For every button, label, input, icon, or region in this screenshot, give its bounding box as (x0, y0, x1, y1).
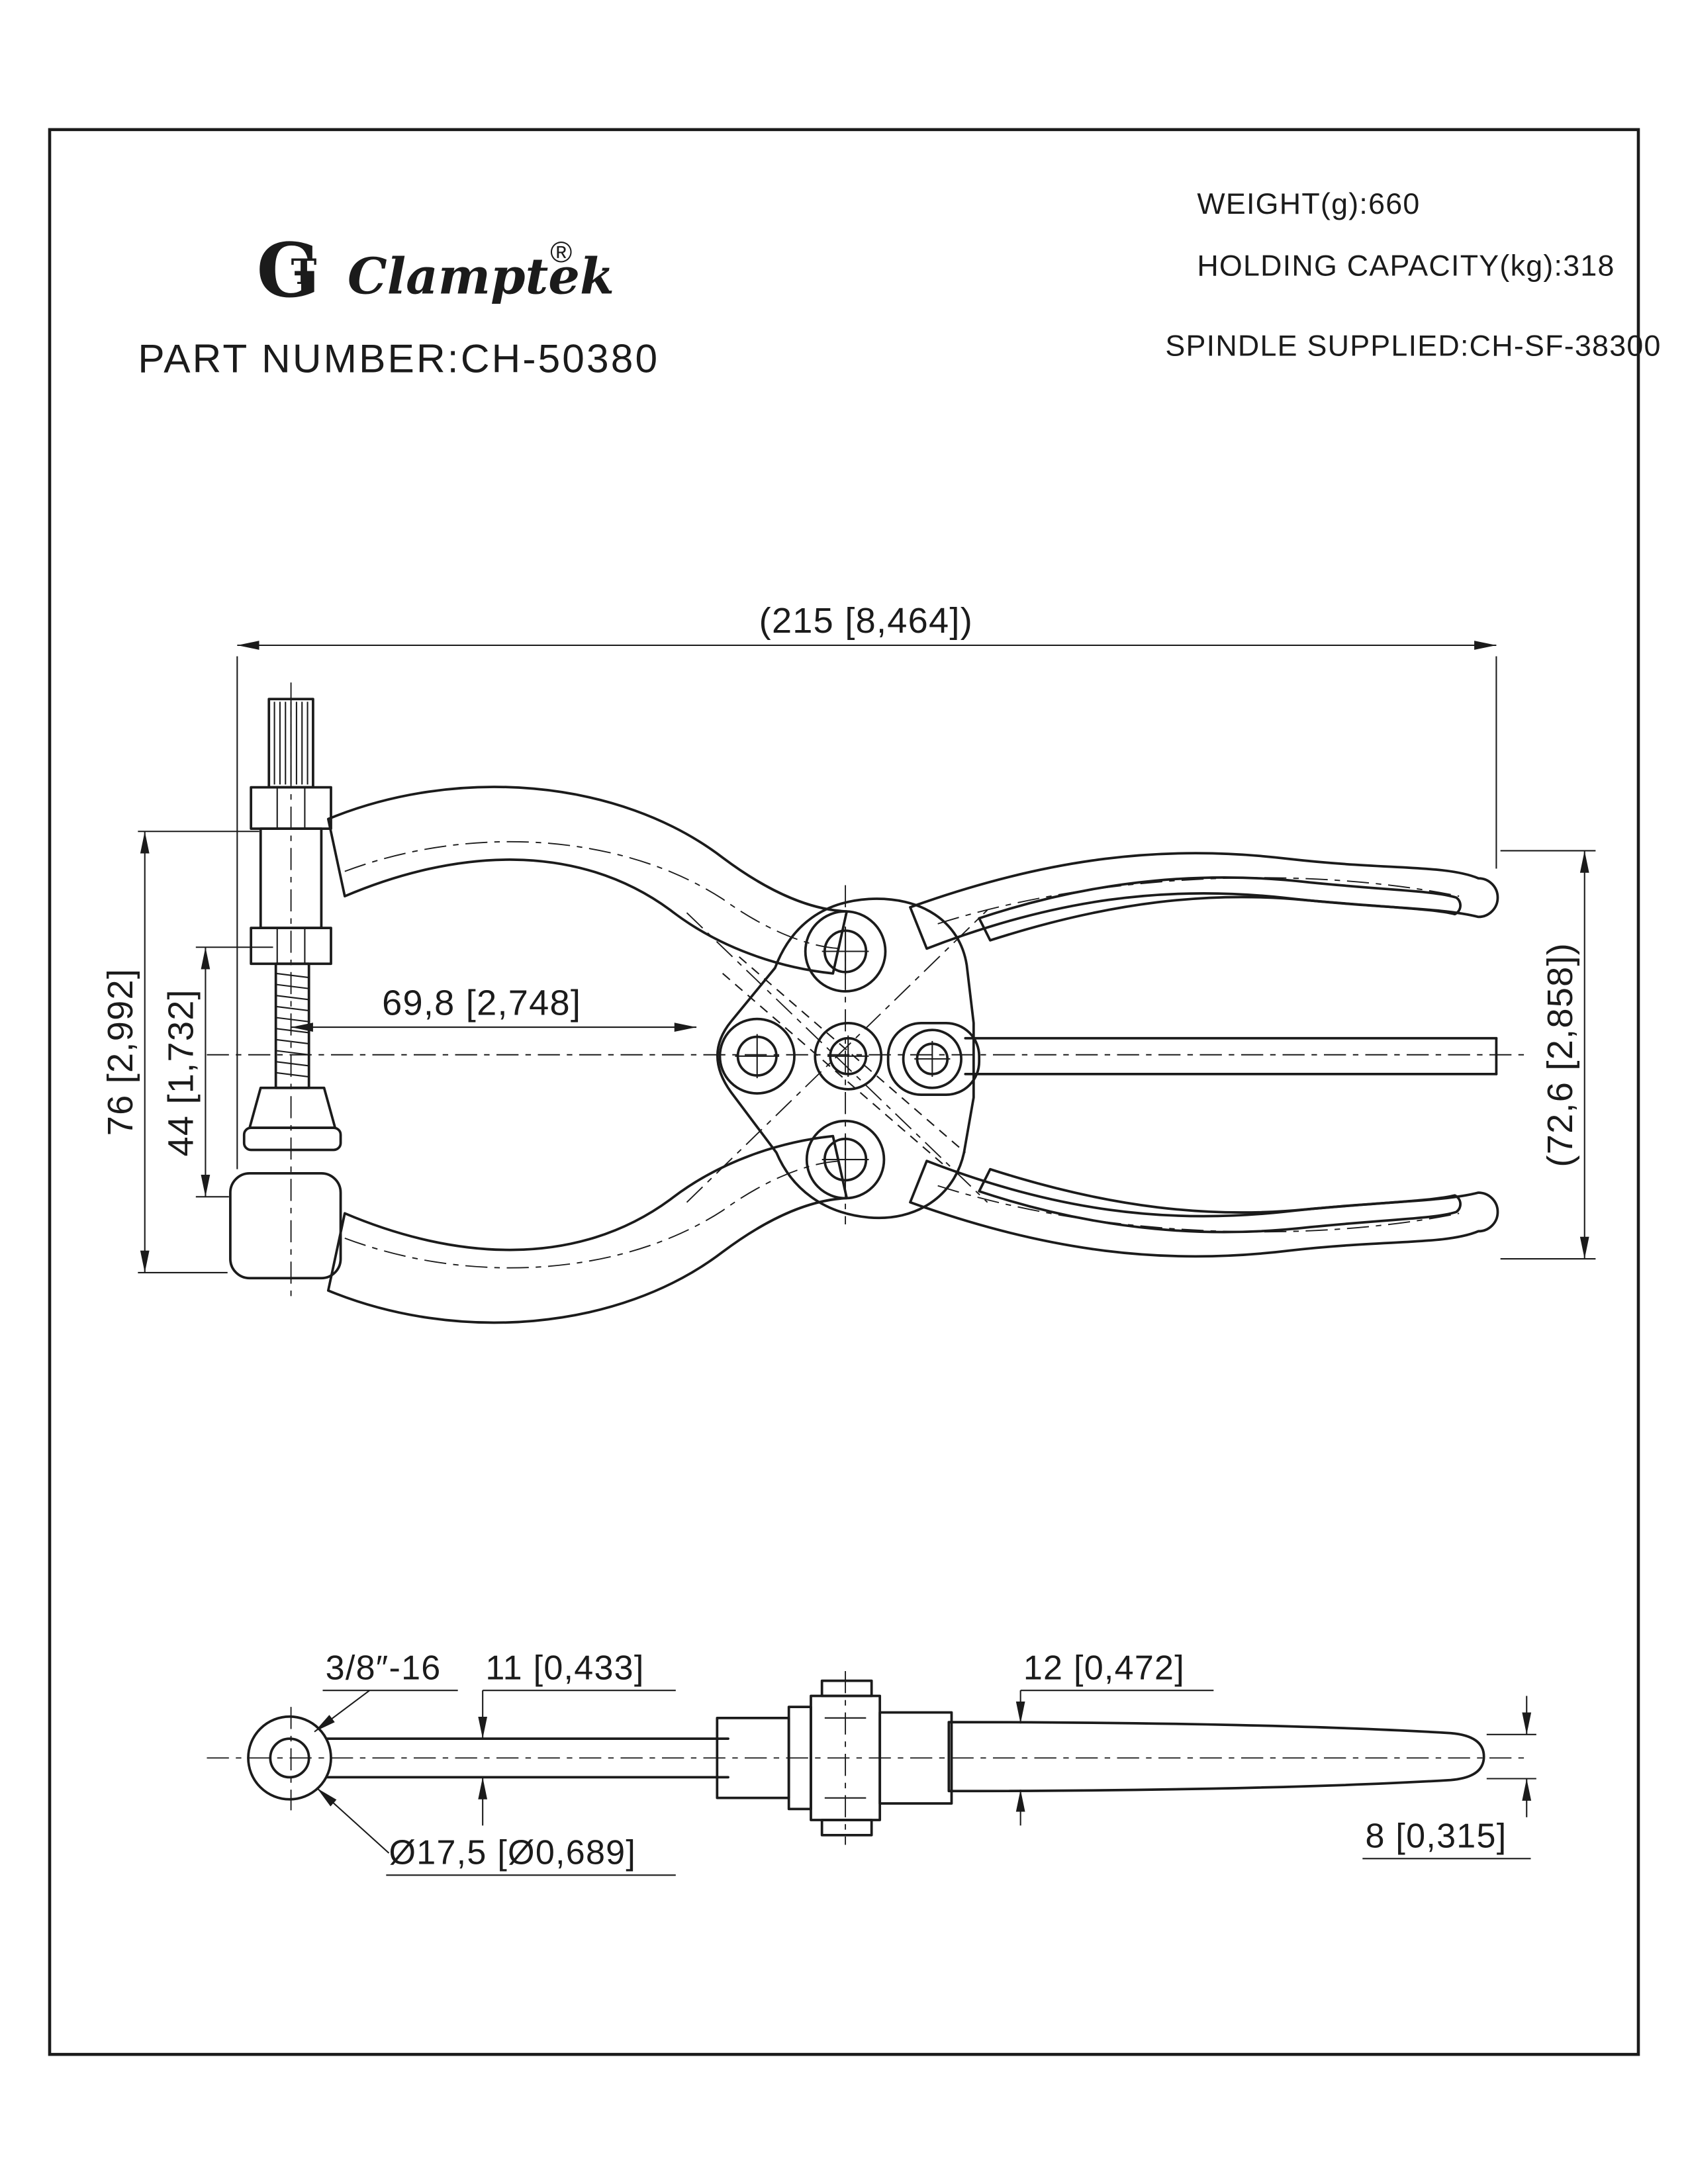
upper-handle (909, 852, 1499, 950)
pivot-top (804, 910, 887, 993)
spec-block: WEIGHT(g):660 HOLDING CAPACITY(kg):318 S… (1165, 187, 1661, 363)
bar-link (886, 1021, 981, 1097)
brand-name: Clamptek (348, 248, 614, 306)
side-view (207, 1671, 1524, 1845)
upper-handle-slot (978, 876, 1462, 942)
hidden-spring-lines (722, 956, 966, 1170)
dim-inner-height: 44 [1,732] (162, 946, 273, 1198)
pivot-bottom (805, 1119, 886, 1200)
dim-overall-height-label: 76 [2,992] (101, 968, 140, 1136)
spec-holding-capacity: HOLDING CAPACITY(kg):318 (1197, 250, 1615, 283)
dim-bar-thickness-label: 11 [0,433] (485, 1649, 644, 1688)
dim-overall-width: (215 [8,464]) (236, 601, 1497, 1169)
nut-top (820, 1679, 873, 1698)
dim-handle-span-label: (72,6 [2,858]) (1540, 942, 1580, 1167)
spindle-foot-pad (242, 1126, 342, 1152)
dim-handle-thickness: 12 [0,472] (1015, 1649, 1214, 1826)
dim-bar-thickness: 11 [0,433] (478, 1649, 676, 1826)
knurl-hatch (273, 702, 308, 785)
clamp-bar (964, 1036, 1498, 1075)
dim-tip-thickness-label: 8 [0,315] (1366, 1817, 1507, 1856)
dim-overall-height: 76 [2,992] (101, 831, 259, 1273)
dim-overall-width-label: (215 [8,464]) (759, 601, 973, 641)
spec-spindle-supplied: SPINDLE SUPPLIED:CH-SF-38300 (1165, 330, 1661, 363)
lower-handle (909, 1160, 1499, 1258)
pivot-housing (716, 897, 975, 1220)
spindle-rod-side (325, 1737, 729, 1779)
dim-thread: 3/8″-16 (314, 1649, 458, 1733)
drawing-border (48, 128, 1640, 2056)
logo-g-glyph: G (257, 226, 320, 314)
handle-side (947, 1721, 1485, 1793)
lower-jaw-arm (326, 1134, 849, 1324)
jaw-arms (326, 786, 849, 1324)
nut-bottom (820, 1819, 873, 1837)
dim-handle-span: (72,6 [2,858]) (1500, 850, 1596, 1260)
lower-jaw-pad (229, 1172, 342, 1280)
main-view (207, 682, 1524, 1324)
part-number-label: PART NUMBER: (138, 336, 460, 381)
pivot-pins (718, 910, 962, 1200)
upper-jaw-arm (326, 786, 849, 975)
dim-jaw-depth: 69,8 [2,748] (291, 983, 697, 1032)
spec-weight: WEIGHT(g):660 (1197, 187, 1420, 220)
pivot-right (902, 1028, 962, 1089)
spindle-ring (247, 1715, 332, 1801)
dim-thread-label: 3/8″-16 (326, 1649, 442, 1688)
spindle-assembly (242, 698, 342, 1152)
lower-handle-slot (978, 1167, 1462, 1234)
thread-hatch (275, 972, 309, 1078)
dim-ring-diameter-label: Ø17,5 [Ø0,689] (389, 1834, 637, 1872)
dim-ring-diameter: Ø17,5 [Ø0,689] (316, 1788, 676, 1876)
dim-jaw-depth-label: 69,8 [2,748] (382, 983, 581, 1023)
threaded-rod (274, 962, 310, 1089)
spindle-foot (248, 1086, 337, 1130)
logo-t-glyph: T (291, 252, 317, 293)
main-dimensions: (215 [8,464]) 76 [2,992] 44 [1,732] 69,8… (101, 601, 1596, 1273)
pivot-joint-side (716, 1679, 953, 1837)
dim-inner-height-label: 44 [1,732] (162, 989, 201, 1156)
dim-handle-thickness-label: 12 [0,472] (1023, 1649, 1185, 1688)
title-block: G T Clamptek ® PART NUMBER: CH-50380 WEI… (138, 187, 1661, 381)
dim-tip-thickness: 8 [0,315] (1362, 1696, 1536, 1860)
part-number-value: CH-50380 (461, 336, 659, 381)
side-dimensions: 3/8″-16 11 [0,433] 12 [0,472] Ø17,5 [Ø0,… (314, 1649, 1536, 1876)
handles (909, 852, 1499, 1258)
pivot-center (814, 1021, 883, 1091)
pivot-left (718, 1017, 796, 1095)
brand-logo-icon: G T Clamptek ® (257, 226, 614, 314)
registered-mark: ® (550, 236, 573, 269)
